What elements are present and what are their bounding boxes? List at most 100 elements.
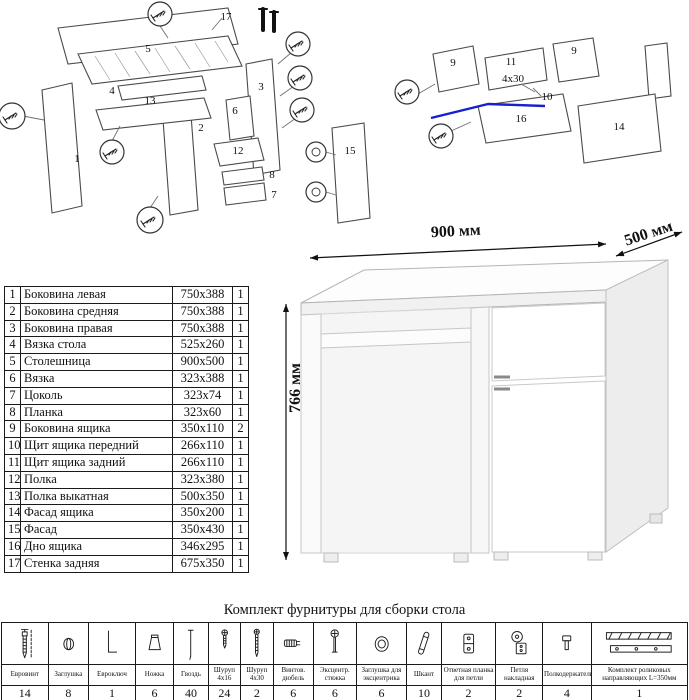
part-drawer-front-14 <box>577 93 662 164</box>
part-qty: 1 <box>232 521 249 539</box>
hw-label: Комплект роликовых направляющих L=350мм <box>590 664 689 686</box>
desk-body <box>300 259 669 563</box>
part-number: 4 <box>4 336 21 355</box>
hw-item-euroscrew <box>1 622 49 665</box>
part-plinth-7 <box>223 182 267 206</box>
eccentric-cap-icon <box>374 635 389 652</box>
part-name: Щит ящика передний <box>20 437 173 455</box>
desk-exploded-view: 17 5 4 3 1 2 13 6 12 8 7 15 <box>0 1 371 234</box>
part-size: 350x430 <box>172 521 233 539</box>
hw-item-hexkey <box>88 622 136 665</box>
part-size: 346x295 <box>172 537 233 556</box>
hw-label: Заглушка для эксцентрика <box>355 664 408 686</box>
part-name: Боковина ящика <box>20 420 173 439</box>
part-size: 323x380 <box>172 470 233 489</box>
part-tabletop-5 <box>77 35 243 85</box>
part-name: Стенка задняя <box>20 554 173 573</box>
hardware-icons-row <box>1 622 689 665</box>
hw-label: Евровинт <box>1 664 49 686</box>
hw-qty: 40 <box>173 685 209 700</box>
part-size: 750x388 <box>172 302 233 321</box>
part-drawer-panel <box>644 42 672 100</box>
part-label: 11 <box>506 56 517 68</box>
shelf-support-icon <box>562 634 572 650</box>
dowel-icon <box>418 631 430 655</box>
part-tie-6 <box>225 95 255 141</box>
part-drawer-side-9-right <box>552 37 600 83</box>
part-qty: 1 <box>232 403 249 422</box>
part-label: 6 <box>232 105 238 117</box>
part-number: 9 <box>4 420 21 439</box>
desk-right-side <box>605 259 669 553</box>
part-size: 750x388 <box>172 286 233 304</box>
part-label: 14 <box>614 121 626 133</box>
part-size: 323x388 <box>172 369 233 388</box>
part-name: Вязка стола <box>20 336 173 355</box>
part-qty: 1 <box>232 286 249 304</box>
part-qty: 1 <box>232 386 249 405</box>
hw-label: Винтов. дюбель <box>272 664 315 686</box>
hw-item-eccentric-bolt <box>313 622 357 665</box>
hw-label: Ножка <box>134 664 175 686</box>
hinge-plate-icon <box>463 633 474 653</box>
part-size: 266x110 <box>172 453 233 472</box>
part-number: 10 <box>4 437 21 455</box>
part-drawer-side-9-left <box>432 45 480 93</box>
part-label: 13 <box>145 95 157 107</box>
drawer-parts-outlines <box>432 37 672 164</box>
part-number-labels: 17 5 4 3 1 2 13 6 12 8 7 15 <box>74 11 356 201</box>
part-size: 323x60 <box>172 403 233 422</box>
part-label: 5 <box>145 43 151 55</box>
hw-label: Ответная планка для петли <box>440 664 497 686</box>
eccentric-bolt-icon <box>330 628 339 653</box>
leg-icon <box>148 634 161 650</box>
part-size: 350x200 <box>172 504 233 523</box>
part-name: Фасад ящика <box>20 504 173 523</box>
desk-left-panel <box>300 313 322 554</box>
part-number: 5 <box>4 353 21 371</box>
hw-item-screw-dowel <box>272 622 315 665</box>
part-name: Боковина левая <box>20 286 173 304</box>
screw-dowel-icon <box>283 638 301 647</box>
screw-size-note: 4x30 <box>502 73 525 85</box>
desk-foot <box>453 552 469 563</box>
hw-item-leg <box>134 622 175 665</box>
hw-item-eccentric-cap <box>355 622 408 665</box>
hw-label: Шуруп 4x16 <box>207 664 242 686</box>
part-label: 1 <box>74 153 80 165</box>
roller-guide-highlight <box>430 102 546 120</box>
part-number: 1 <box>4 286 21 304</box>
hw-qty: 2 <box>440 685 497 700</box>
part-qty: 2 <box>232 420 249 439</box>
part-size: 266x110 <box>172 437 233 455</box>
leader-lines <box>22 17 337 209</box>
part-name: Щит ящика задний <box>20 453 173 472</box>
hw-qty: 1 <box>88 685 136 700</box>
desk-middle-panel <box>470 306 490 554</box>
roller-guides-icon <box>605 631 672 653</box>
hw-label: Заглушка <box>47 664 90 686</box>
part-label: 9 <box>450 57 456 69</box>
euroscrew-icon <box>21 628 32 658</box>
part-number: 2 <box>4 302 21 321</box>
part-name: Столешница <box>20 353 173 371</box>
part-qty: 1 <box>232 437 249 455</box>
part-drawer-back-11 <box>484 47 548 91</box>
part-left-side-1 <box>41 82 83 214</box>
part-name: Боковина правая <box>20 319 173 338</box>
part-qty: 1 <box>232 319 249 338</box>
hw-label: Шуруп 4x30 <box>240 664 274 686</box>
leader-lines <box>417 83 542 132</box>
hardware-labels-row: Евровинт Заглушка Евроключ Ножка Гвоздь … <box>1 664 689 686</box>
